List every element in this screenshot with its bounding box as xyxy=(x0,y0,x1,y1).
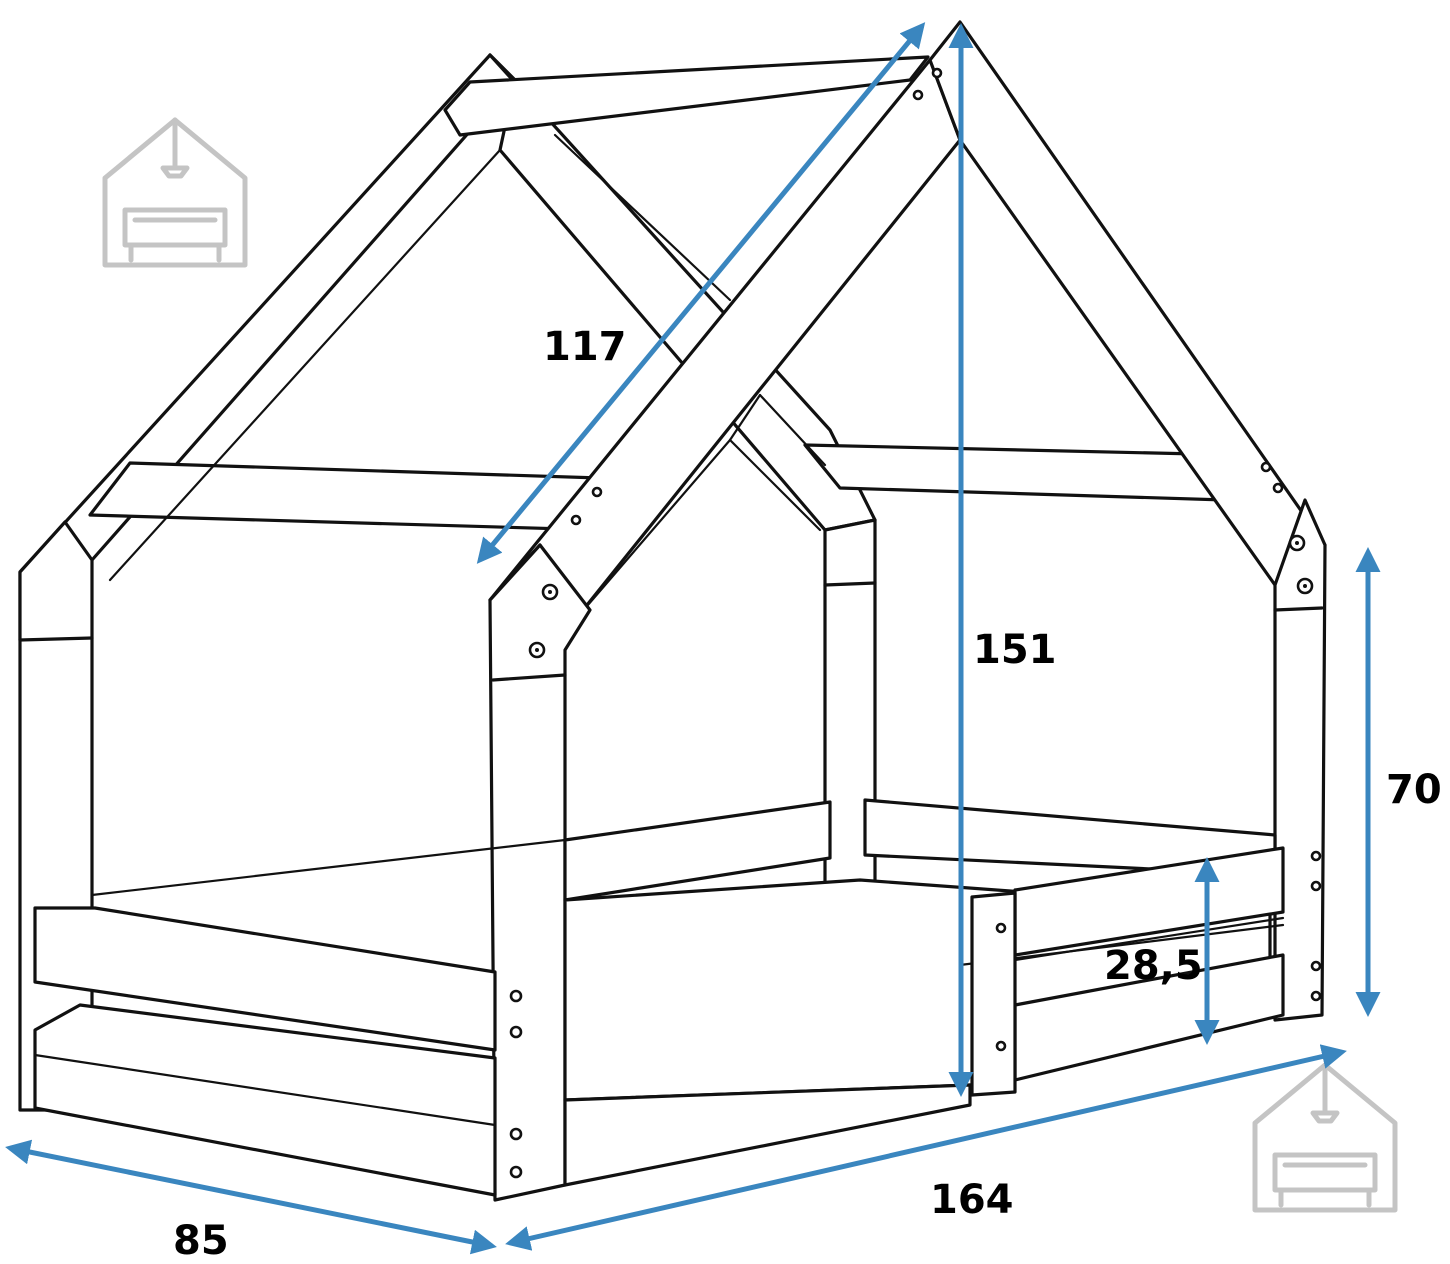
dimension-roof-length: 117 xyxy=(476,22,926,564)
ridge-beam xyxy=(443,55,930,137)
guard-post xyxy=(970,891,1017,1097)
house-sofa-logo-icon xyxy=(1252,1062,1398,1213)
front-right-post xyxy=(1273,498,1327,1022)
front-roof-right-rafter xyxy=(928,20,1327,602)
house-sofa-logo-icon xyxy=(102,117,248,268)
dimension-side-height: 70 xyxy=(1355,547,1442,1017)
dimension-label-height: 151 xyxy=(973,627,1057,673)
back-panel-upper xyxy=(563,800,832,902)
dimension-width: 85 xyxy=(5,1139,497,1264)
front-rail-low xyxy=(563,1083,972,1187)
dimension-total-height: 151 xyxy=(948,22,1057,1097)
dimension-label-side: 70 xyxy=(1386,767,1442,813)
crossbar-left xyxy=(88,461,602,532)
dimension-rail-height: 28,5 xyxy=(1104,857,1220,1045)
dimension-label-length: 164 xyxy=(930,1177,1014,1223)
side-rail-upper xyxy=(33,906,497,1052)
crossbar-right xyxy=(803,443,1242,502)
dimension-label-rail: 28,5 xyxy=(1104,943,1203,989)
dimension-length: 164 xyxy=(505,1044,1347,1251)
dimension-label-roof: 117 xyxy=(543,324,627,370)
back-roof-left-rafter xyxy=(18,53,517,642)
dimension-label-width: 85 xyxy=(173,1218,229,1264)
house-bed-drawing xyxy=(18,20,1327,1202)
